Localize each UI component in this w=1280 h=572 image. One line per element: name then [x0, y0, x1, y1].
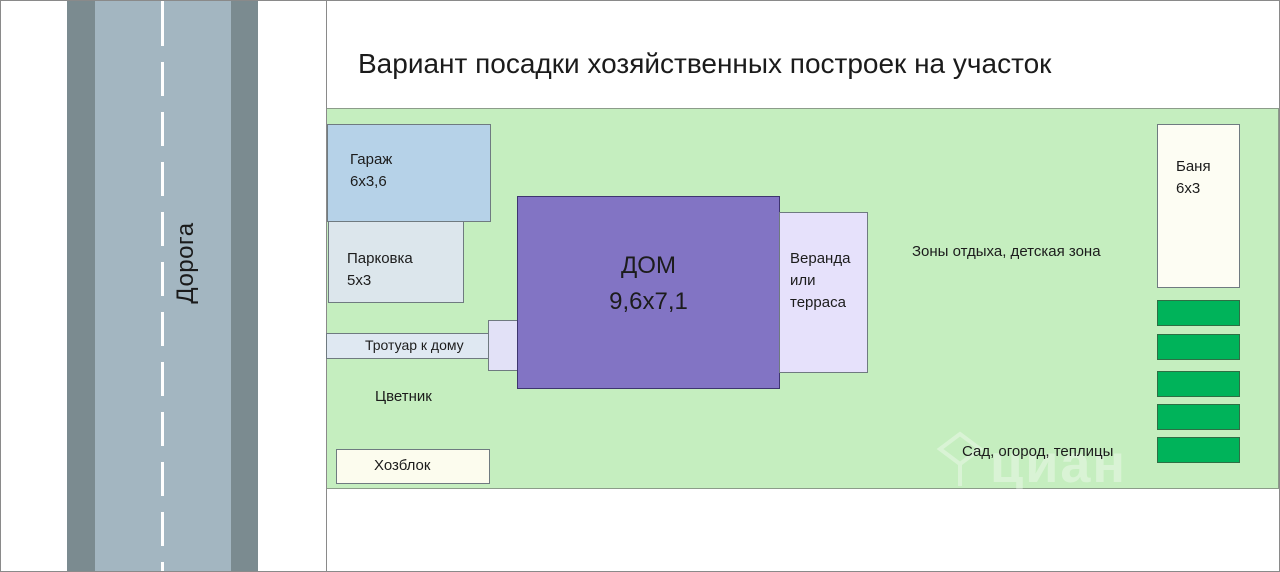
sauna-name-label: Баня	[1176, 158, 1211, 175]
veranda-label-line-1: Веранда	[790, 250, 851, 267]
rest-zone-label: Зоны отдыха, детская зона	[912, 243, 1101, 260]
house-size-label: 9,6х7,1	[609, 288, 688, 315]
house-block	[517, 196, 780, 389]
flowerbed-label: Цветник	[375, 388, 432, 405]
garage-size-label: 6х3,6	[350, 173, 387, 190]
left-divider	[326, 0, 327, 572]
garden-bed	[1157, 404, 1240, 430]
road-center-line	[161, 0, 164, 572]
garden-bed	[1157, 300, 1240, 326]
watermark-text: циан	[990, 434, 1128, 494]
cian-logo-icon	[936, 431, 984, 486]
garden-bed	[1157, 371, 1240, 397]
parking-block	[328, 221, 464, 303]
veranda-block	[779, 212, 868, 373]
garage-name-label: Гараж	[350, 151, 393, 168]
garden-label: Сад, огород, теплицы	[962, 443, 1114, 460]
road-shoulder-right	[231, 0, 258, 572]
shed-label: Хозблок	[374, 457, 431, 474]
shed-block	[336, 449, 490, 484]
garden-bed	[1157, 437, 1240, 463]
porch-block	[488, 320, 518, 371]
road-shoulder-left	[67, 0, 95, 572]
garage-block	[327, 124, 491, 222]
veranda-label-line-2: или	[790, 272, 816, 289]
garden-bed	[1157, 334, 1240, 360]
sidewalk-label: Тротуар к дому	[365, 337, 464, 353]
parking-name-label: Парковка	[347, 250, 413, 267]
veranda-label-line-3: терраса	[790, 294, 846, 311]
parking-size-label: 5х3	[347, 272, 372, 289]
house-name-label: ДОМ	[621, 252, 676, 279]
sauna-size-label: 6х3	[1176, 180, 1201, 197]
diagram-title: Вариант посадки хозяйственных построек н…	[358, 48, 1052, 79]
sauna-block	[1157, 124, 1240, 288]
